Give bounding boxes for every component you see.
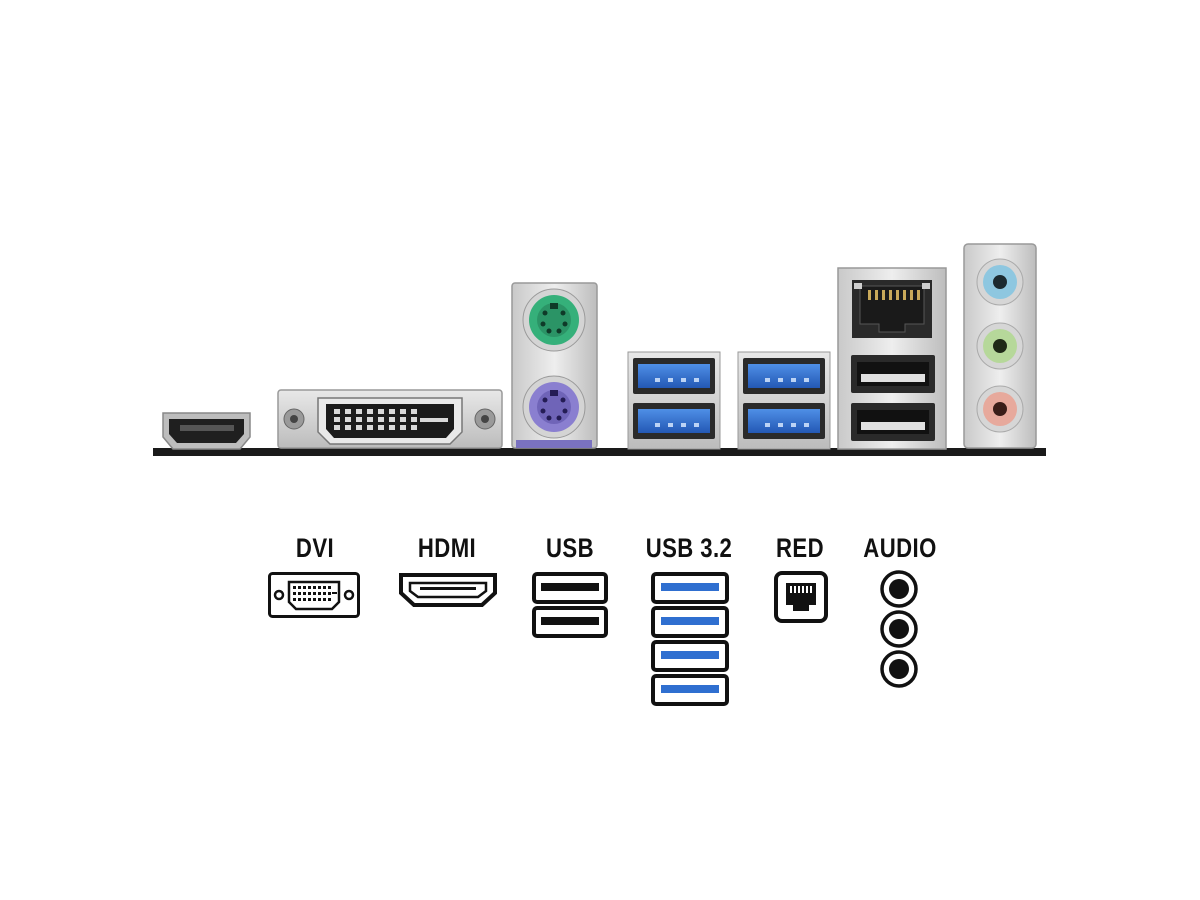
rear-io-panel: [153, 243, 1046, 456]
legend-label-hdmi: HDMI: [417, 533, 477, 563]
usb3-icon: [651, 572, 729, 706]
ethernet-icon: [774, 571, 828, 623]
audio-icon: [880, 570, 918, 688]
legend-label-dvi: DVI: [295, 533, 335, 563]
usb3-port-icon: [627, 351, 831, 450]
ps2-port-icon: [511, 282, 598, 449]
hdmi-port-icon: [162, 412, 251, 450]
legend-label-usb: USB: [546, 533, 594, 563]
usb-icon: [532, 572, 608, 638]
audio-jack-icon: [963, 243, 1037, 449]
legend-label-red: RED: [776, 533, 824, 563]
legend-label-audio: AUDIO: [863, 533, 937, 563]
dvi-port-icon: [277, 389, 503, 449]
legend-label-usb32: USB 3.2: [645, 533, 733, 563]
motherboard-edge: [153, 448, 1046, 456]
hdmi-icon: [399, 573, 497, 607]
dvi-icon: [268, 572, 360, 618]
usb2-port-icon: [851, 355, 935, 441]
